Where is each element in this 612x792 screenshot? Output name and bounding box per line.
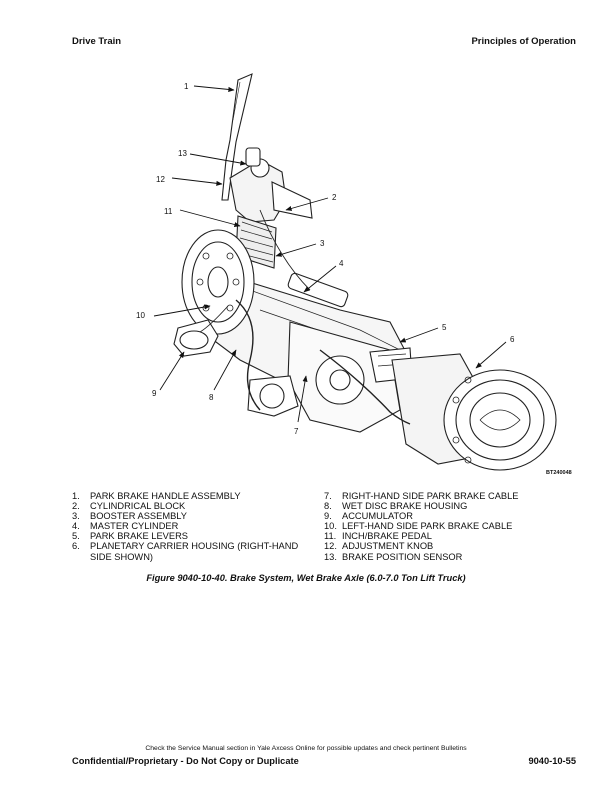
legend-item: 6. PLANETARY CARRIER HOUSING (RIGHT-HAND … [72,541,302,561]
page-number: 9040-10-55 [528,756,576,766]
callout-label: 12 [156,175,165,184]
callout-label: 11 [164,207,173,216]
legend-number: 13. [324,551,337,562]
legend-number: 9. [324,511,332,522]
callout-label: 1 [184,82,189,91]
legend-item: 8. WET DISC BRAKE HOUSING [324,501,584,511]
legend-number: 3. [72,511,80,522]
legend-column-right: 7. RIGHT-HAND SIDE PARK BRAKE CABLE 8. WET… [324,491,584,562]
callout-label: 7 [294,427,299,436]
callout-label: 5 [442,323,447,332]
legend-text: PARK BRAKE LEVERS [90,531,188,542]
legend-item: 7. RIGHT-HAND SIDE PARK BRAKE CABLE [324,491,584,501]
legend-number: 11. [324,531,337,542]
legend-item: 2. CYLINDRICAL BLOCK [72,501,302,511]
legend-number: 12. [324,541,337,552]
callout-label: 6 [510,335,515,344]
header-section-title: Drive Train [72,36,122,47]
figure-caption: Figure 9040-10-40. Brake System, Wet Bra… [146,573,466,583]
legend-column-left: 1. PARK BRAKE HANDLE ASSEMBLY 2. CYLINDRIC… [72,491,302,562]
legend-item: 10. LEFT-HAND SIDE PARK BRAKE CABLE [324,521,584,531]
brake-system-illustration: 1 2 3 4 5 6 7 8 9 10 11 12 13 [136,73,557,471]
legend-item: 4. MASTER CYLINDER [72,521,302,531]
legend-text: BRAKE POSITION SENSOR [342,551,463,562]
update-notice: Check the Service Manual section in Yale… [145,745,467,752]
legend-number: 5. [72,531,80,542]
legend-text: MASTER CYLINDER [90,521,179,532]
callout-label: 4 [339,259,344,268]
legend-number: 7. [324,491,332,501]
legend-text: PLANETARY CARRIER HOUSING (RIGHT-HAND SI… [90,541,299,562]
callout-label: 8 [209,393,214,402]
legend-number: 1. [72,491,80,501]
callout-label: 13 [178,149,187,158]
legend-item: 3. BOOSTER ASSEMBLY [72,511,302,521]
legend-text: INCH/BRAKE PEDAL [342,531,432,542]
legend-text: CYLINDRICAL BLOCK [90,501,186,512]
legend-number: 6. [72,541,80,552]
legend-number: 2. [72,501,80,512]
legend-text: ACCUMULATOR [342,511,413,522]
legend-number: 10. [324,521,337,532]
legend-number: 4. [72,521,80,532]
legend-text: PARK BRAKE HANDLE ASSEMBLY [90,491,241,501]
legend-text: LEFT-HAND SIDE PARK BRAKE CABLE [342,521,513,532]
legend-text: BOOSTER ASSEMBLY [90,511,187,522]
axle-drawing [173,73,557,471]
callout-label: 3 [320,239,325,248]
legend-number: 8. [324,501,332,512]
confidentiality-notice: Confidential/Proprietary - Do Not Copy o… [72,756,299,766]
callout-leaders [153,85,507,423]
legend-text: WET DISC BRAKE HOUSING [342,501,468,512]
callout-label: 9 [152,389,157,398]
legend-item: 11. INCH/BRAKE PEDAL [324,531,584,541]
callout-label: 10 [136,311,145,320]
legend-item: 5. PARK BRAKE LEVERS [72,531,302,541]
legend-item: 1. PARK BRAKE HANDLE ASSEMBLY [72,491,302,501]
legend-text: ADJUSTMENT KNOB [342,541,434,552]
header-chapter-title: Principles of Operation [471,36,576,47]
legend-item: 13. BRAKE POSITION SENSOR [324,552,584,562]
legend-item: 9. ACCUMULATOR [324,511,584,521]
callout-label: 2 [332,193,337,202]
legend-text: RIGHT-HAND SIDE PARK BRAKE CABLE [342,491,519,501]
legend-item: 12. ADJUSTMENT KNOB [324,541,584,551]
figure-id: BT240048 [546,470,572,476]
